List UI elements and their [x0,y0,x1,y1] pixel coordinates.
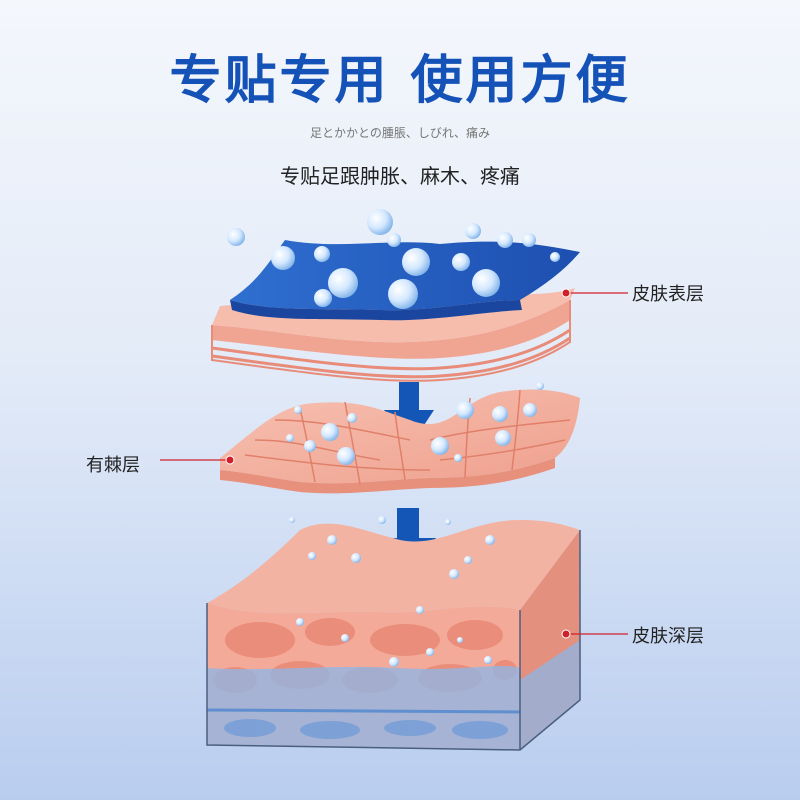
label-skin-surface: 皮肤表层 [632,284,704,305]
leader-line-surface [561,288,628,298]
deep-skin-layer [206,520,581,751]
surface-bubbles [227,209,560,309]
label-skin-deep: 皮肤深层 [632,626,704,647]
spinous-layer [220,389,580,494]
headline: 专贴专用 使用方便 [169,51,631,111]
leader-line-spinous [160,455,235,465]
subtitle-chinese: 专贴足跟肿胀、麻木、疼痛 [280,164,520,188]
spinous-bubbles [286,382,544,465]
label-spinous-layer: 有棘层 [86,455,140,476]
subtitle-japanese: 足とかかとの腫脹、しびれ、痛み [309,126,490,140]
leader-line-deep [561,629,628,639]
deep-bubbles [289,516,495,667]
